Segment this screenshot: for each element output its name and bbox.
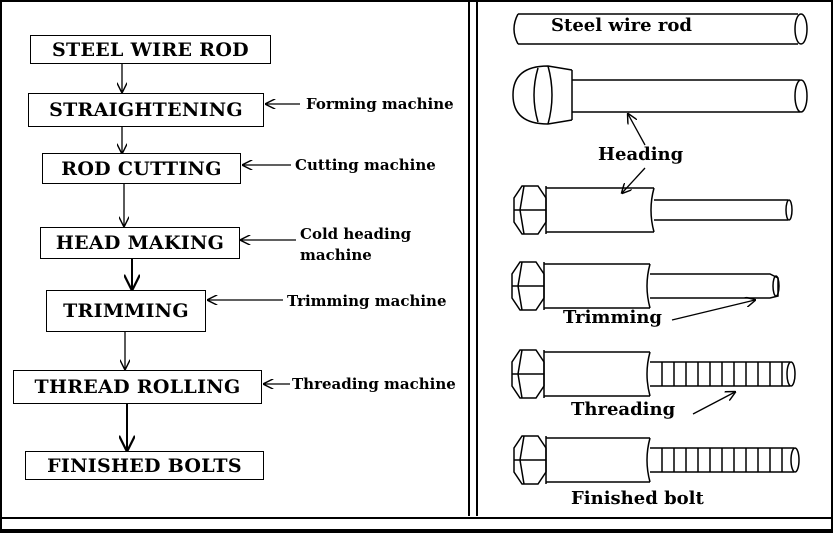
machine-label-threading: Threading machine bbox=[292, 375, 456, 393]
step-rod-cutting: ROD CUTTING bbox=[42, 153, 241, 184]
step-head-making: HEAD MAKING bbox=[40, 227, 240, 259]
label-finished-bolt: Finished bolt bbox=[571, 488, 704, 509]
finished-bolt-illustration bbox=[513, 435, 800, 485]
steel-wire-rod-illustration bbox=[513, 13, 808, 45]
label-steel-wire-rod: Steel wire rod bbox=[551, 15, 692, 36]
step-finished-bolts: FINISHED BOLTS bbox=[25, 451, 264, 480]
trimmed-blank-illustration bbox=[511, 261, 780, 311]
label-threading: Threading bbox=[571, 399, 676, 420]
hex-head-blank-illustration bbox=[513, 185, 793, 235]
step-steel-wire-rod: STEEL WIRE ROD bbox=[30, 35, 271, 64]
step-thread-rolling: THREAD ROLLING bbox=[13, 370, 262, 404]
machine-label-trimming: Trimming machine bbox=[287, 292, 447, 310]
machine-label-cold-heading: Cold heading bbox=[300, 225, 412, 243]
label-heading: Heading bbox=[598, 144, 684, 165]
label-trimming: Trimming bbox=[563, 307, 663, 328]
threading-leader bbox=[692, 392, 735, 415]
heading-leader-down bbox=[622, 167, 646, 193]
threaded-bolt-illustration bbox=[511, 349, 796, 399]
heading-blank-illustration bbox=[512, 65, 808, 125]
step-trimming: TRIMMING bbox=[46, 290, 206, 332]
machine-label-cold-heading-2: machine bbox=[300, 246, 372, 264]
machine-label-cutting: Cutting machine bbox=[295, 156, 436, 174]
heading-leader-up bbox=[628, 114, 646, 146]
step-straightening: STRAIGHTENING bbox=[28, 93, 264, 127]
machine-label-forming: Forming machine bbox=[306, 95, 454, 113]
trimming-leader bbox=[671, 300, 755, 321]
